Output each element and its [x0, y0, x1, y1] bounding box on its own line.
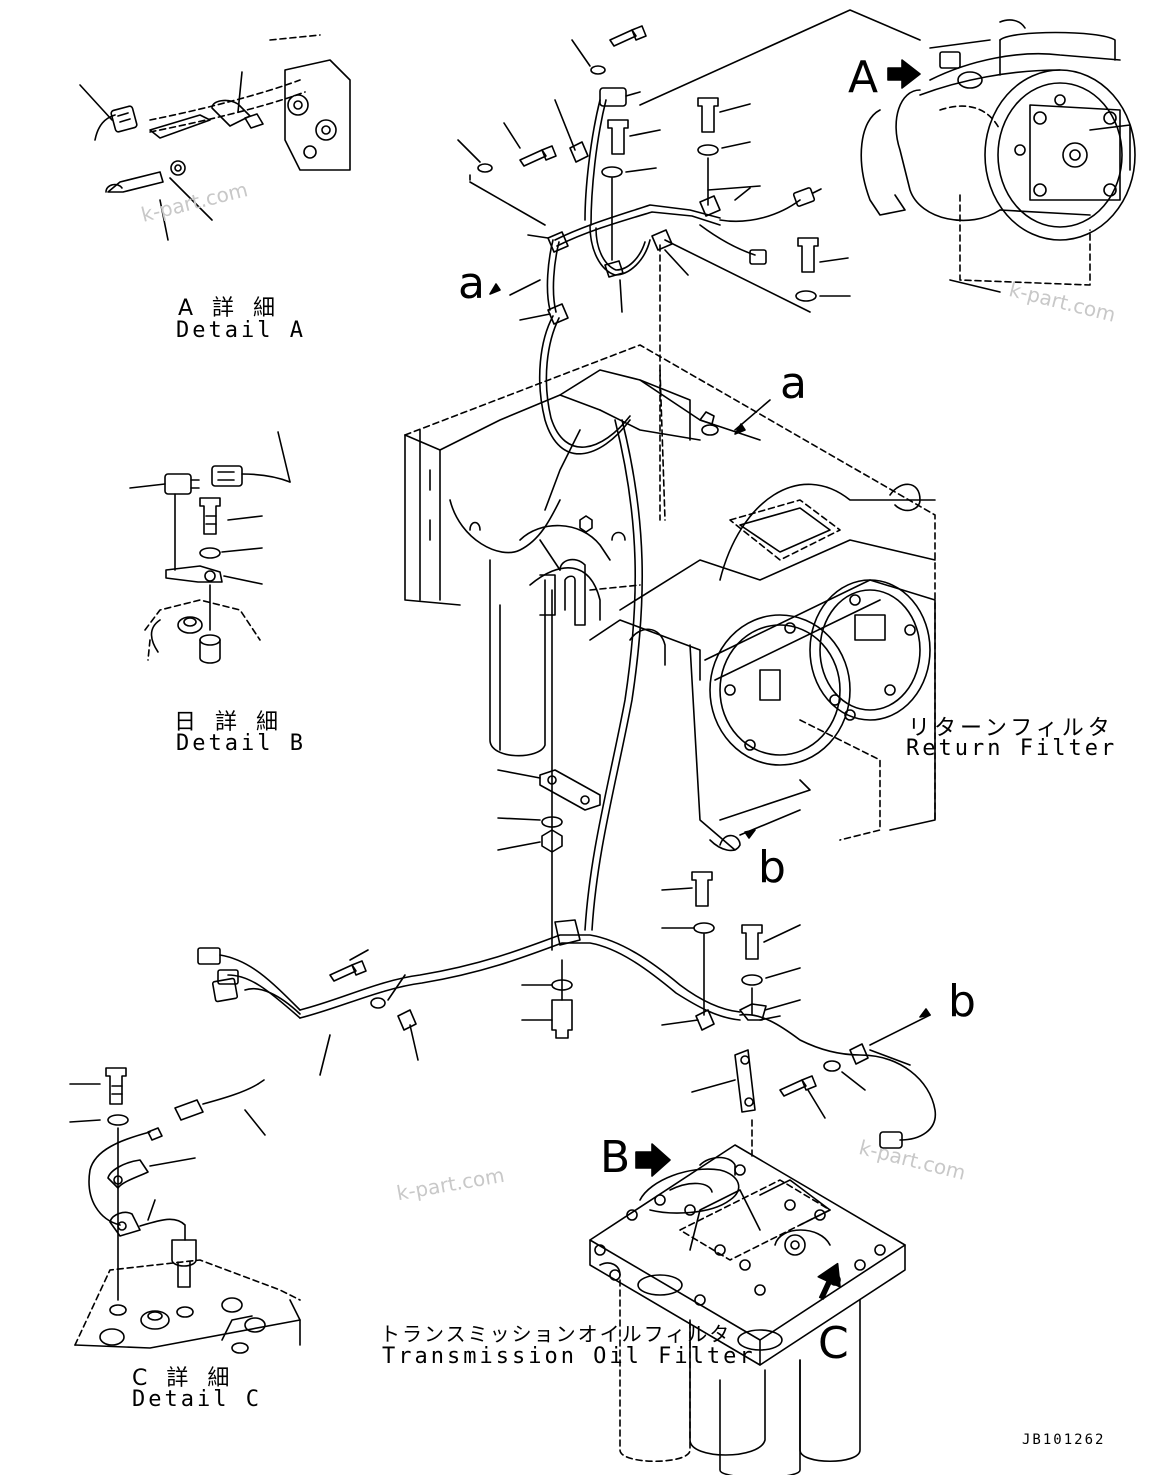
- transmission-filter-jp-label: トランスミッションオイルフィルタ: [380, 1322, 732, 1346]
- transmission-oil-filter: [589, 1144, 906, 1475]
- detail-c-drawing: [69, 1067, 301, 1354]
- view-ref-C: C: [818, 1318, 849, 1369]
- view-a-arrow-icon: [887, 59, 921, 89]
- return-filter-en-label: Return Filter: [906, 736, 1118, 761]
- bottom-harness: [197, 871, 936, 1161]
- view-b-arrow-icon: [635, 1143, 671, 1177]
- detail-b-en-label: Detail B: [176, 731, 306, 756]
- transmission-filter-en-label: Transmission Oil Filter: [382, 1344, 756, 1369]
- view-ref-b-case: b: [758, 842, 786, 893]
- detail-a-jp-label: A 詳 細: [178, 296, 282, 321]
- transmission-case: [404, 344, 936, 852]
- detail-c-jp-label: C 詳 細: [132, 1366, 236, 1391]
- view-ref-a-right: a: [780, 358, 807, 409]
- detail-a-drawing: [79, 34, 351, 241]
- view-ref-B: B: [600, 1132, 631, 1183]
- drawing-code: JB101262: [1022, 1432, 1106, 1448]
- view-c-arrow-icon: [817, 1262, 841, 1300]
- return-filter-jp-label: リターンフィルタ: [908, 716, 1114, 741]
- view-ref-b-right: b: [948, 976, 976, 1027]
- top-harness: [457, 9, 921, 521]
- detail-a-en-label: Detail A: [176, 318, 306, 343]
- center-bracket: [497, 589, 601, 951]
- detail-c-en-label: Detail C: [132, 1387, 262, 1412]
- pump-assembly: [860, 19, 1136, 293]
- main-harness-cable: [584, 419, 644, 931]
- detail-b-jp-label: 日 詳 細: [174, 710, 284, 735]
- view-ref-A: A: [848, 52, 879, 103]
- view-arrows: [635, 59, 921, 1300]
- detail-b-drawing: [129, 431, 291, 664]
- view-ref-a-left: a: [458, 258, 485, 309]
